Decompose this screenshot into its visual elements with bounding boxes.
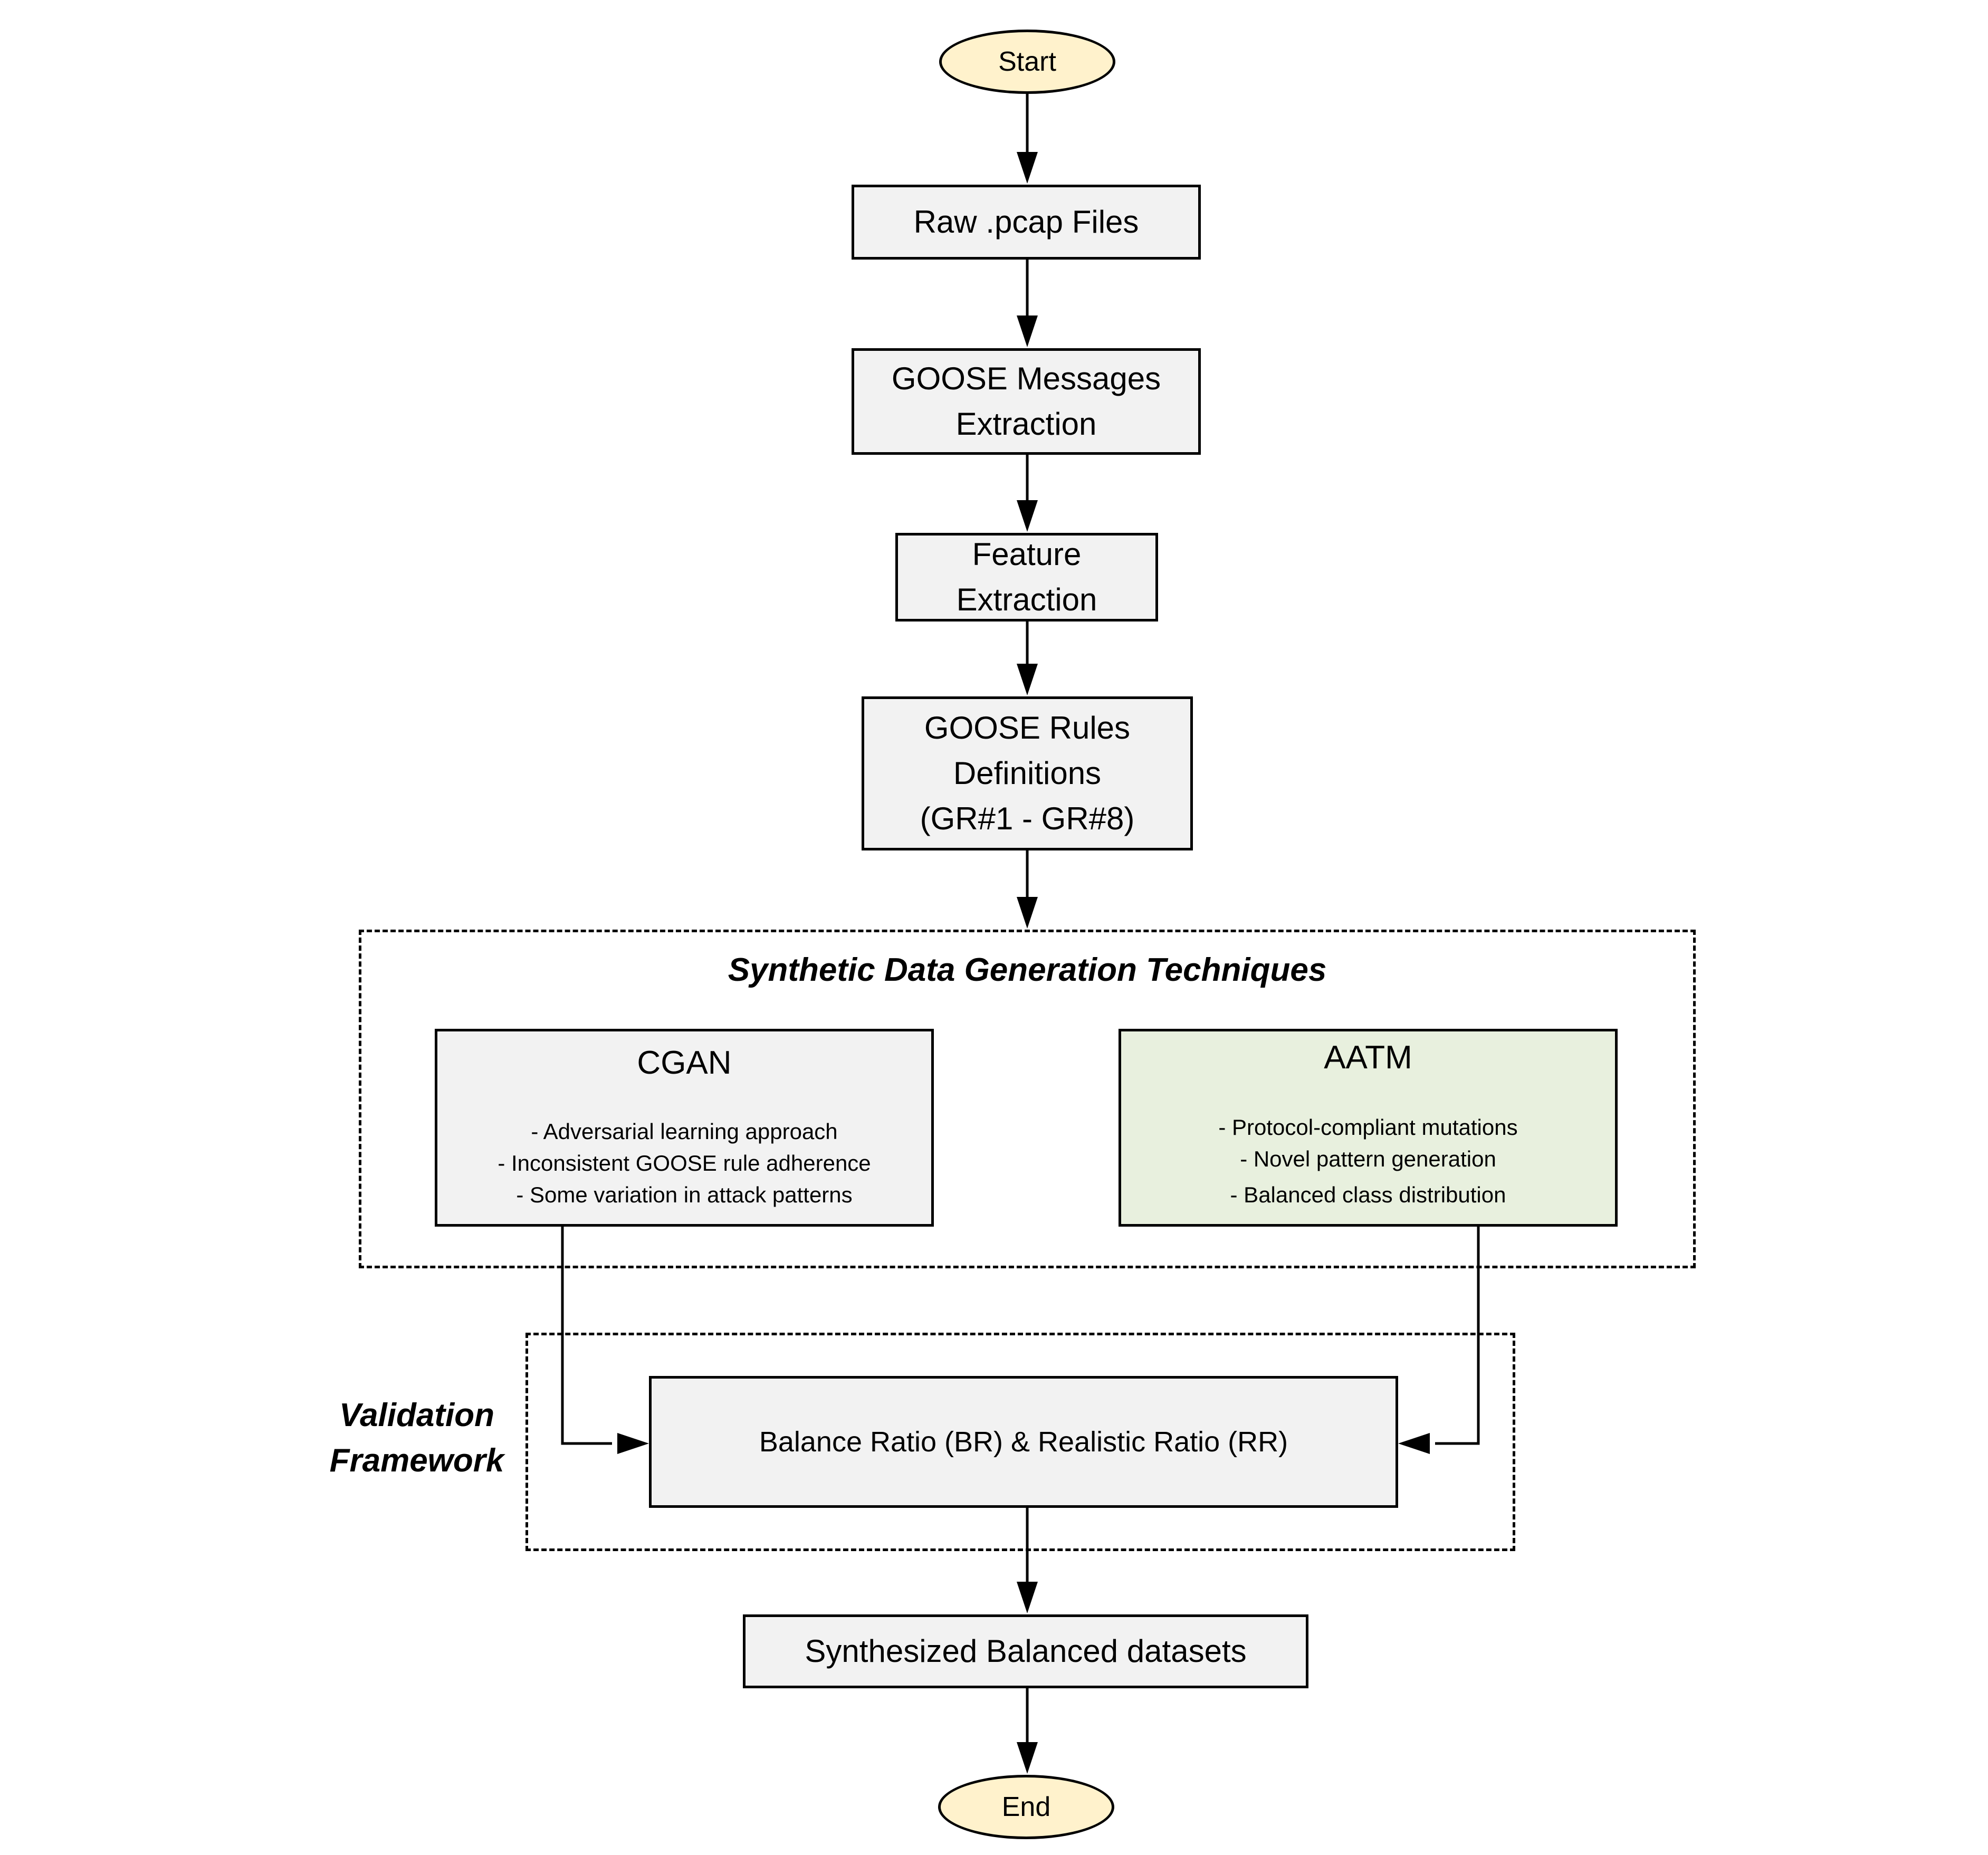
goose-rules-node: GOOSE Rules Definitions (GR#1 - GR#8) [862,696,1193,850]
validation-metrics-node: Balance Ratio (BR) & Realistic Ratio (RR… [649,1376,1398,1508]
end-label: End [1001,1792,1051,1822]
arrowhead [1017,152,1038,184]
cgan-box: CGAN - Adversarial learning approach - I… [435,1029,934,1227]
synthesized-datasets-node: Synthesized Balanced datasets [743,1614,1308,1688]
synthesized-datasets-label: Synthesized Balanced datasets [805,1633,1247,1669]
arrowhead [1017,1582,1038,1613]
arrowhead [1017,897,1038,929]
start-node: Start [939,30,1115,94]
arrowhead [1017,1742,1038,1774]
cgan-bullet: - Adversarial learning approach [531,1119,838,1144]
techniques-title: Synthetic Data Generation Techniques [728,952,1327,988]
goose-extraction-node: GOOSE Messages Extraction [852,348,1201,455]
arrow-cgan-to-validation [561,1226,612,1445]
aatm-bullet: - Balanced class distribution [1230,1182,1506,1207]
start-label: Start [998,46,1056,77]
feature-extraction-node: Feature Extraction [895,533,1158,621]
cgan-title: CGAN [637,1045,732,1081]
validation-group [525,1333,1515,1551]
cgan-bullet: - Some variation in attack patterns [516,1182,853,1207]
feature-extraction-label: Feature Extraction [956,537,1097,617]
cgan-bullets: - Adversarial learning approach - Incons… [437,1116,931,1211]
arrowhead [1398,1433,1430,1454]
techniques-group [359,930,1696,1268]
arrow-aatm-to-validation [1435,1226,1480,1445]
goose-extraction-label: GOOSE Messages Extraction [891,361,1161,442]
arrowhead [617,1433,649,1454]
aatm-bullet: - Protocol-compliant mutations [1218,1115,1518,1140]
arrowhead [1017,500,1038,532]
validation-metrics-label: Balance Ratio (BR) & Realistic Ratio (RR… [759,1426,1288,1458]
aatm-bullets: - Protocol-compliant mutations - Novel p… [1121,1112,1615,1211]
arrowhead [1017,664,1038,695]
aatm-box: AATM - Protocol-compliant mutations - No… [1119,1029,1618,1227]
raw-pcap-node: Raw .pcap Files [852,185,1201,260]
raw-pcap-label: Raw .pcap Files [913,204,1139,240]
aatm-title: AATM [1324,1039,1412,1076]
aatm-bullet: - Novel pattern generation [1240,1146,1496,1171]
validation-title: Validation Framework [329,1397,504,1479]
goose-rules-label: GOOSE Rules Definitions (GR#1 - GR#8) [920,710,1135,836]
cgan-bullet: - Inconsistent GOOSE rule adherence [498,1151,871,1175]
arrowhead [1017,315,1038,347]
end-node: End [938,1775,1114,1839]
